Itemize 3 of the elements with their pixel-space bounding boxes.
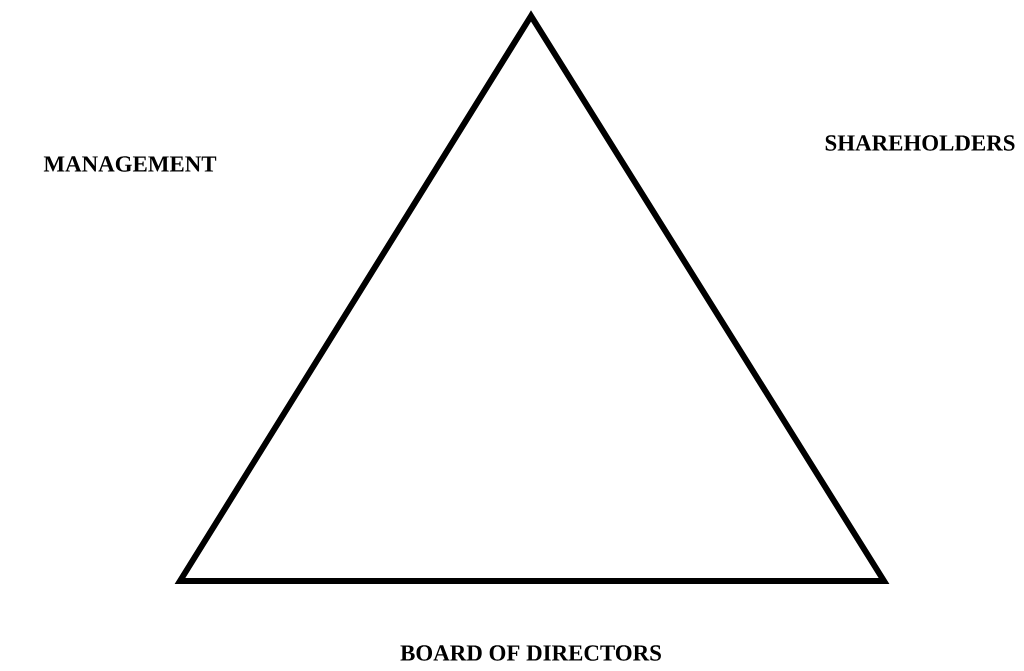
side-label: BOARD OF DIRECTORS xyxy=(400,645,661,661)
side-label: MANAGEMENT xyxy=(43,156,217,172)
side-label: SHAREHOLDERS xyxy=(825,135,1015,151)
